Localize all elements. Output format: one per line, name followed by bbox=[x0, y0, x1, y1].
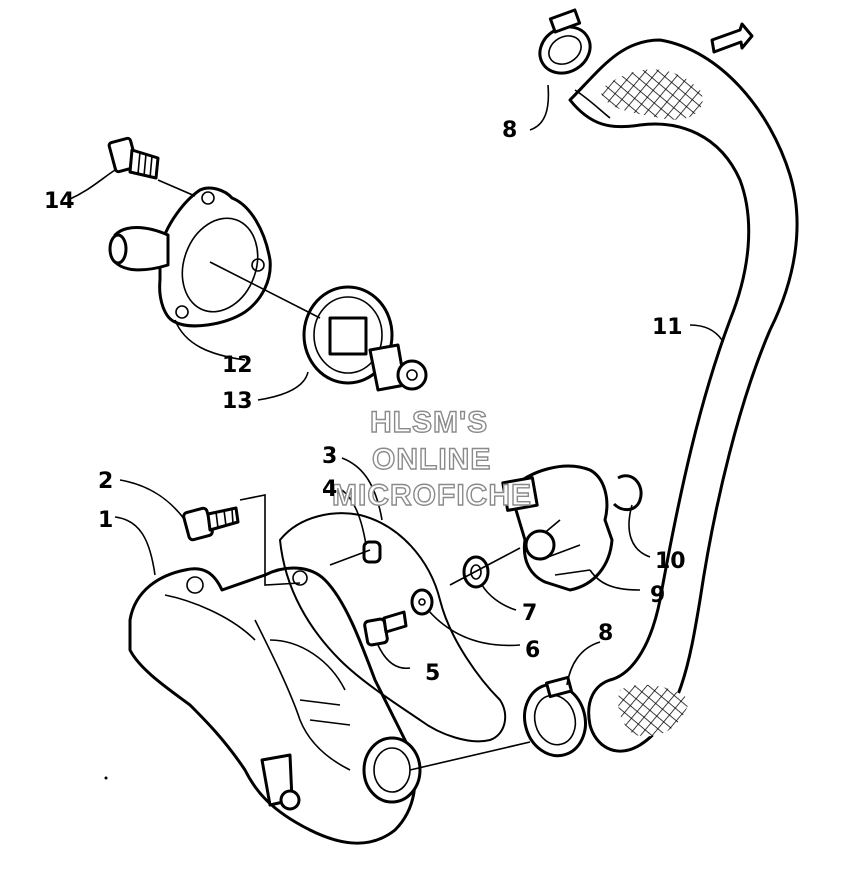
washer bbox=[410, 588, 434, 616]
callout-4: 4 bbox=[322, 477, 337, 502]
callout-2: 2 bbox=[98, 469, 113, 494]
watermark: HLSM'S ONLINE MICROFICHE bbox=[331, 405, 532, 512]
coolant-hose bbox=[568, 38, 799, 753]
callout-11: 11 bbox=[652, 315, 683, 340]
watermark-line-2: ONLINE bbox=[372, 443, 491, 476]
callout-8-bottom: 8 bbox=[598, 621, 613, 646]
hose-clamp-bottom bbox=[523, 675, 587, 758]
stray-dot bbox=[104, 776, 108, 780]
watermark-line-3: MICROFICHE bbox=[332, 479, 532, 512]
callout-10: 10 bbox=[655, 549, 686, 574]
callout-13: 13 bbox=[222, 389, 253, 414]
callouts: 1 2 3 4 5 6 7 8 8 9 10 11 12 13 14 bbox=[44, 118, 686, 686]
leader-lines bbox=[67, 84, 723, 771]
hose-clamp-top bbox=[538, 8, 592, 75]
watermark-line-1: HLSM'S bbox=[370, 406, 488, 439]
water-pump-housing bbox=[128, 566, 422, 845]
impeller-cover-bolt bbox=[363, 610, 408, 647]
callout-5: 5 bbox=[425, 661, 440, 686]
callout-14: 14 bbox=[44, 189, 75, 214]
callout-12: 12 bbox=[222, 353, 253, 378]
direction-arrow-icon bbox=[710, 22, 754, 54]
callout-1: 1 bbox=[98, 508, 113, 533]
callout-3: 3 bbox=[322, 444, 337, 469]
pump-bolt bbox=[182, 506, 240, 542]
thermostat-housing bbox=[108, 186, 272, 328]
pump-gasket bbox=[278, 512, 507, 743]
callout-8-top: 8 bbox=[502, 118, 517, 143]
impeller bbox=[501, 464, 614, 592]
thermostat bbox=[302, 285, 428, 392]
callout-6: 6 bbox=[525, 638, 540, 663]
snap-ring bbox=[612, 474, 643, 511]
callout-7: 7 bbox=[522, 601, 537, 626]
thermostat-housing-bolt bbox=[107, 136, 160, 180]
callout-9: 9 bbox=[650, 583, 665, 608]
